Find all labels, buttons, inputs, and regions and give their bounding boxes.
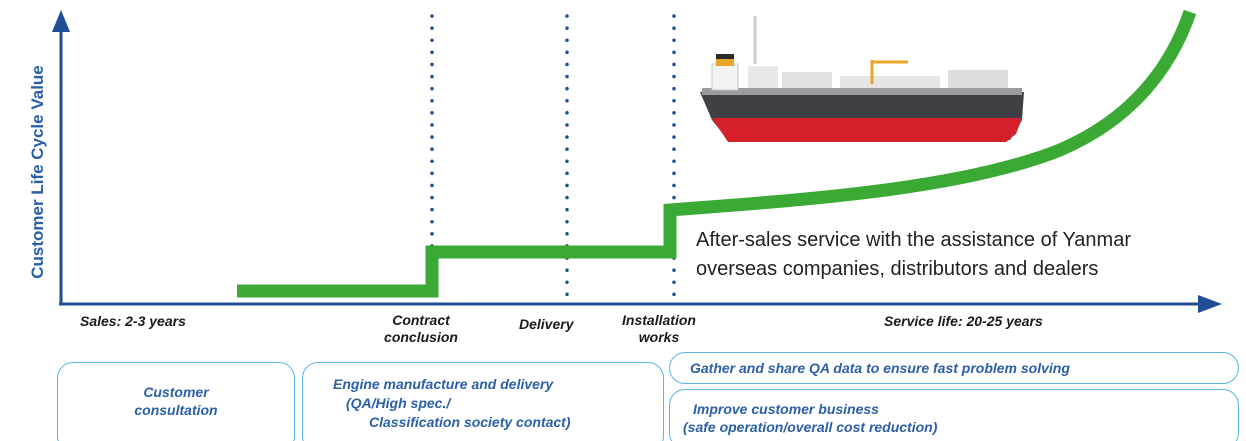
box-engine-manufacture xyxy=(302,362,664,441)
box-manufacture-line3: Classification society contact) xyxy=(369,414,571,430)
after-sales-note: After-sales service with the assistance … xyxy=(696,226,1131,284)
phase-label-sales: Sales: 2-3 years xyxy=(80,313,186,329)
box-qa-data xyxy=(669,352,1239,384)
phase-label-contract: Contract conclusion xyxy=(366,312,476,346)
phase-label-installation: Installation works xyxy=(604,312,714,346)
phase-label-contract-line1: Contract xyxy=(392,312,450,328)
box-qa-data-text: Gather and share QA data to ensure fast … xyxy=(690,360,1070,376)
y-axis-label: Customer Life Cycle Value xyxy=(28,65,47,279)
phase-label-contract-line2: conclusion xyxy=(384,329,458,345)
box-improve-business xyxy=(669,389,1239,441)
box-improve-line1: Improve customer business xyxy=(693,401,879,417)
phase-label-delivery: Delivery xyxy=(519,316,574,332)
box-customer-consultation xyxy=(57,362,295,441)
box-customer-consultation-text: Customer consultation xyxy=(57,383,295,419)
box-consultation-line2: consultation xyxy=(134,402,218,418)
box-consultation-line1: Customer xyxy=(143,384,209,400)
y-axis-arrowhead xyxy=(52,10,70,32)
box-improve-line2: (safe operation/overall cost reduction) xyxy=(683,419,938,435)
x-axis-arrowhead xyxy=(1198,295,1222,313)
after-sales-note-line1: After-sales service with the assistance … xyxy=(696,229,1131,251)
after-sales-note-line2: overseas companies, distributors and dea… xyxy=(696,258,1099,280)
phase-label-installation-line1: Installation xyxy=(622,312,696,328)
ship-icon xyxy=(700,16,1024,142)
phase-label-service-life: Service life: 20-25 years xyxy=(884,313,1043,329)
box-manufacture-line1: Engine manufacture and delivery xyxy=(333,376,554,392)
phase-label-installation-line2: works xyxy=(638,329,680,345)
box-manufacture-line2: (QA/High spec./ xyxy=(346,395,451,411)
value-curve xyxy=(237,9,1197,298)
